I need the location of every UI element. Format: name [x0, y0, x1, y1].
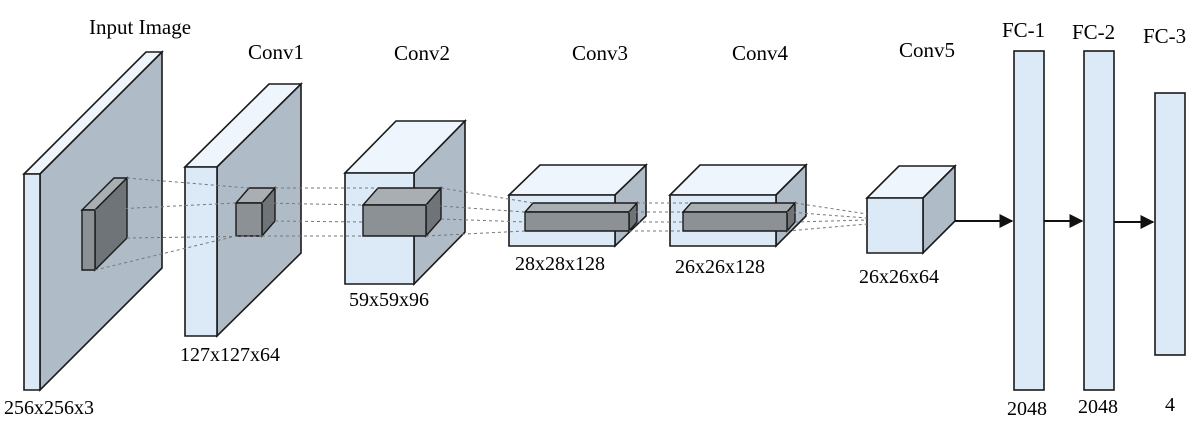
conv3-dims: 28x28x128 [515, 253, 605, 275]
conv5-dims: 26x26x64 [859, 266, 939, 288]
conv1-dims: 127x127x64 [180, 344, 280, 366]
fc1-bar [1013, 50, 1045, 391]
input-dims: 256x256x3 [4, 397, 94, 419]
fc2-title: FC-2 [1072, 20, 1115, 44]
fc2-dims: 2048 [1078, 396, 1118, 418]
conv1-kernel [234, 186, 277, 238]
conv3-title: Conv3 [572, 41, 628, 65]
conv5-title: Conv5 [899, 38, 955, 62]
conv1-title: Conv1 [248, 40, 304, 64]
fc1-title: FC-1 [1002, 18, 1045, 42]
conv3-kernel [523, 201, 639, 233]
fc3-title: FC-3 [1143, 24, 1186, 48]
conv2-kernel [361, 186, 443, 238]
conv4-title: Conv4 [732, 41, 789, 65]
fc3-dims: 4 [1165, 394, 1175, 416]
projection-lines [94, 177, 868, 271]
conv4-dims: 26x26x128 [675, 256, 765, 278]
conv4-kernel [681, 201, 797, 233]
input-image-title: Input Image [89, 15, 191, 39]
conv2-dims: 59x59x96 [349, 289, 429, 311]
fc2-bar [1083, 50, 1115, 391]
conv5-block [865, 164, 957, 255]
fc1-dims: 2048 [1007, 398, 1047, 420]
fc3-bar [1154, 92, 1186, 356]
conv2-title: Conv2 [394, 41, 450, 65]
